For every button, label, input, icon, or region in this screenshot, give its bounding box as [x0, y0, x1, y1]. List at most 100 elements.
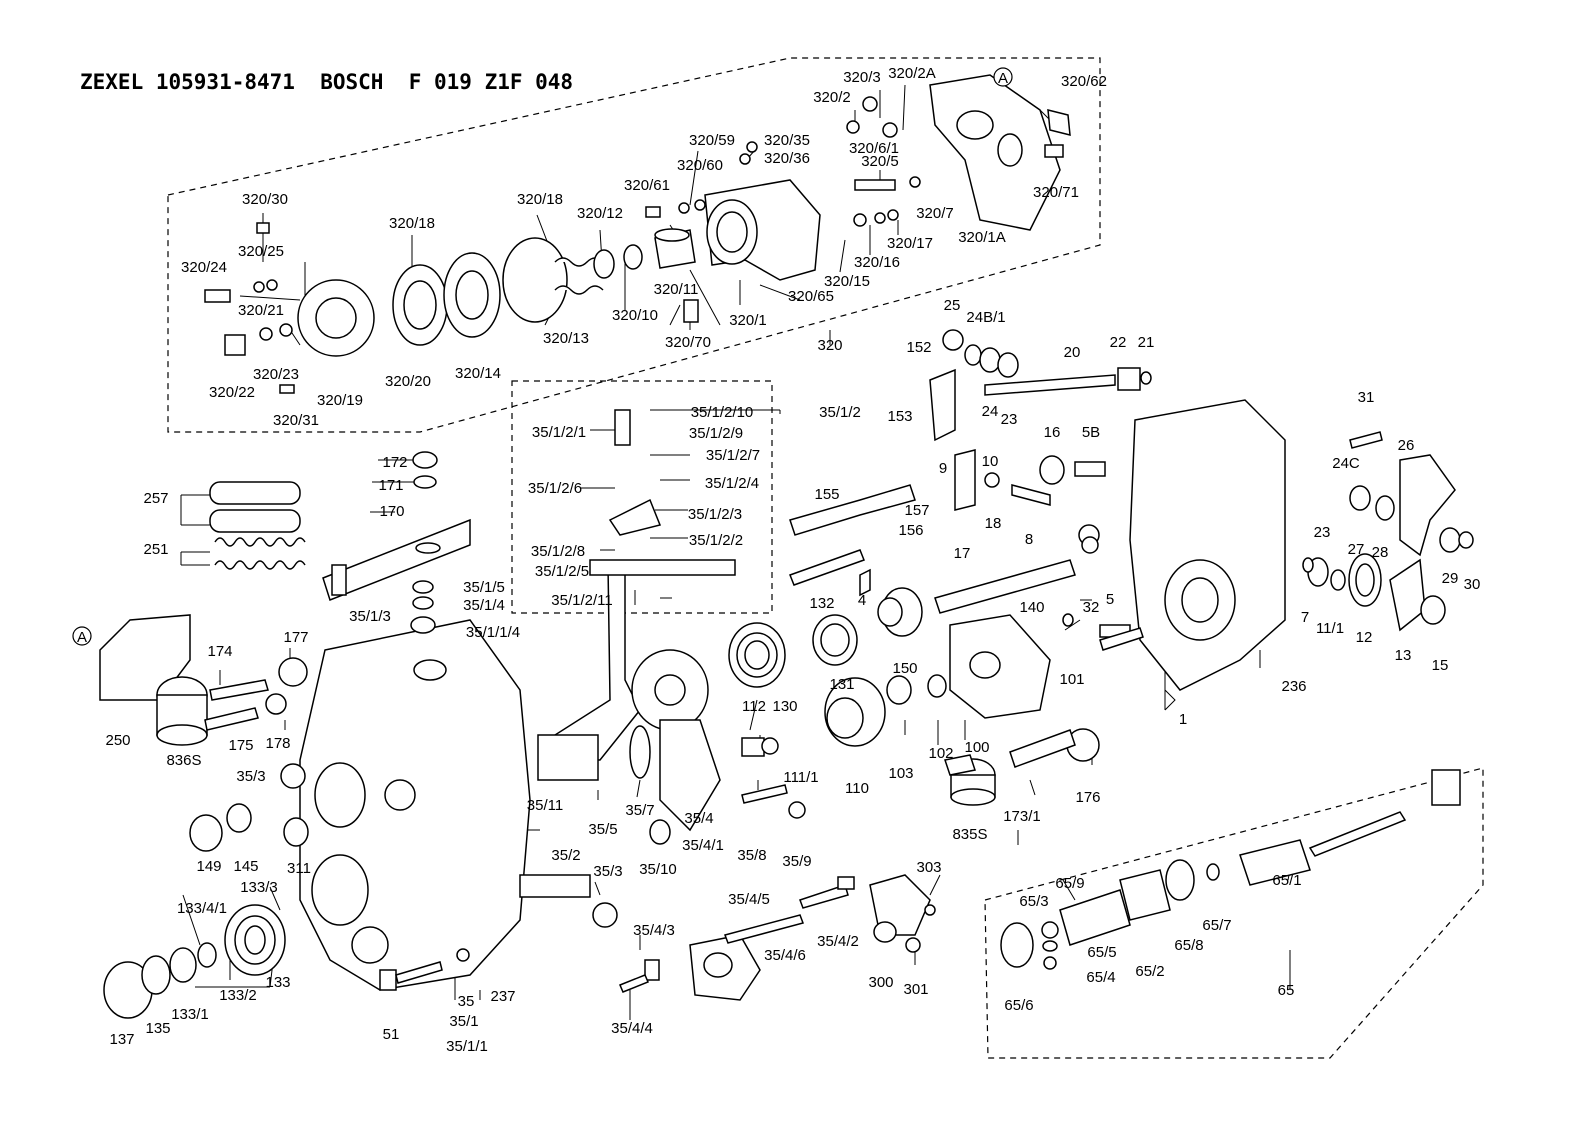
assembly-boundaries	[167, 57, 1484, 1059]
part-label: 177	[283, 629, 308, 646]
part-label: 112	[742, 698, 766, 715]
part-label: 320/2A	[888, 65, 936, 82]
part-label: 35/9	[782, 853, 811, 870]
part-label: 65/9	[1055, 875, 1084, 892]
speed-lever	[554, 564, 641, 761]
part-label: 51	[383, 1026, 400, 1043]
lever-assembly-boundary	[511, 380, 773, 614]
part-label: 35/4	[684, 810, 713, 827]
part-label: 35/1/2/2	[689, 532, 743, 549]
part-label: 29	[1442, 570, 1459, 587]
solenoid-cable	[1239, 839, 1311, 886]
part-label: 65/1	[1272, 872, 1301, 889]
sleeve-257b	[209, 509, 301, 533]
part-label: 156	[898, 522, 923, 539]
part-label: 300	[868, 974, 893, 991]
part-label: A	[77, 629, 87, 646]
bolt-5	[1099, 627, 1144, 651]
part-label: 4	[858, 592, 866, 609]
part-label: 35/1/2/9	[689, 425, 743, 442]
part-label: 320/7	[916, 205, 954, 222]
part-label: 35/2	[551, 847, 580, 864]
part-label: 140	[1019, 599, 1044, 616]
part-label: 23	[1001, 411, 1018, 428]
part-label: 35/1/2/10	[691, 404, 754, 421]
part-label: 320/36	[764, 150, 810, 167]
part-label: 320/65	[788, 288, 834, 305]
part-label: 35/5	[588, 821, 617, 838]
part-label: 133/1	[171, 1006, 209, 1023]
part-label: 835S	[952, 826, 987, 843]
part-label: 320/30	[242, 191, 288, 208]
spring-251b	[214, 560, 306, 570]
page-title: ZEXEL 105931-8471 BOSCH F 019 Z1F 048	[80, 70, 574, 94]
part-label: 102	[928, 745, 953, 762]
part-label: 35/4/1	[682, 837, 724, 854]
part-label: 311	[287, 860, 311, 877]
part-label: 65/2	[1135, 963, 1164, 980]
control-lever-plate	[322, 518, 471, 601]
part-label: 101	[1059, 671, 1084, 688]
part-label: 110	[845, 780, 869, 797]
part-label: 35/1/4	[463, 597, 505, 614]
part-label: 24	[982, 403, 999, 420]
part-label: 25	[944, 297, 961, 314]
part-label: 320/6/1	[849, 140, 899, 157]
part-label: 9	[939, 460, 947, 477]
part-label: 35/1/2/6	[528, 480, 582, 497]
part-label: 320/19	[317, 392, 363, 409]
part-label: 175	[228, 737, 253, 754]
part-label: 35/3	[236, 768, 265, 785]
part-label: 65/3	[1019, 893, 1048, 910]
part-label: 172	[382, 454, 407, 471]
part-label: 35/8	[737, 847, 766, 864]
gasket-ring	[1047, 109, 1071, 136]
part-label: 176	[1075, 789, 1100, 806]
part-label: 149	[196, 858, 221, 875]
part-label: 100	[964, 739, 989, 756]
solenoid-body	[1119, 869, 1171, 921]
part-label: 320/25	[238, 243, 284, 260]
part-label: 16	[1044, 424, 1061, 441]
part-label: 15	[1432, 657, 1449, 674]
part-label: 236	[1281, 678, 1306, 695]
part-label: 320/18	[389, 215, 435, 232]
part-label: 320/23	[253, 366, 299, 383]
lever-26	[1399, 454, 1456, 557]
part-label: 836S	[166, 752, 201, 769]
part-label: 301	[903, 981, 928, 998]
leader-lines	[120, 84, 1291, 1020]
plate-155	[789, 484, 916, 536]
part-label: 155	[814, 486, 839, 503]
part-label: 237	[490, 988, 515, 1005]
part-label: 320/17	[887, 235, 933, 252]
part-label: 35/1/2/5	[535, 563, 589, 580]
part-label: 35/4/5	[728, 891, 770, 908]
part-label: 35/4/4	[611, 1020, 653, 1037]
part-label: 320	[817, 337, 842, 354]
part-label: 35/1/5	[463, 579, 505, 596]
part-label: 150	[892, 660, 917, 677]
part-label: 131	[829, 676, 854, 693]
governor-cover-parts	[204, 74, 1071, 394]
tensioning-lever	[589, 559, 736, 576]
part-label: 320/71	[1033, 184, 1079, 201]
reference-marks	[72, 67, 1013, 646]
part-label: 35/3	[593, 863, 622, 880]
part-label: 137	[109, 1031, 134, 1048]
part-label: 320/61	[624, 177, 670, 194]
reference-mark-a-top	[993, 67, 1013, 87]
mounting-plate	[99, 614, 191, 701]
part-label: 133	[265, 974, 290, 991]
part-label: 35/10	[639, 861, 677, 878]
diaphragm-3	[502, 237, 568, 323]
part-label: 135	[145, 1020, 170, 1037]
part-label: 320/14	[455, 365, 501, 382]
part-label: 153	[887, 408, 912, 425]
part-label: 132	[809, 595, 834, 612]
part-label: 320/21	[238, 302, 284, 319]
part-label: 24C	[1332, 455, 1360, 472]
part-label: 35/1/3	[349, 608, 391, 625]
